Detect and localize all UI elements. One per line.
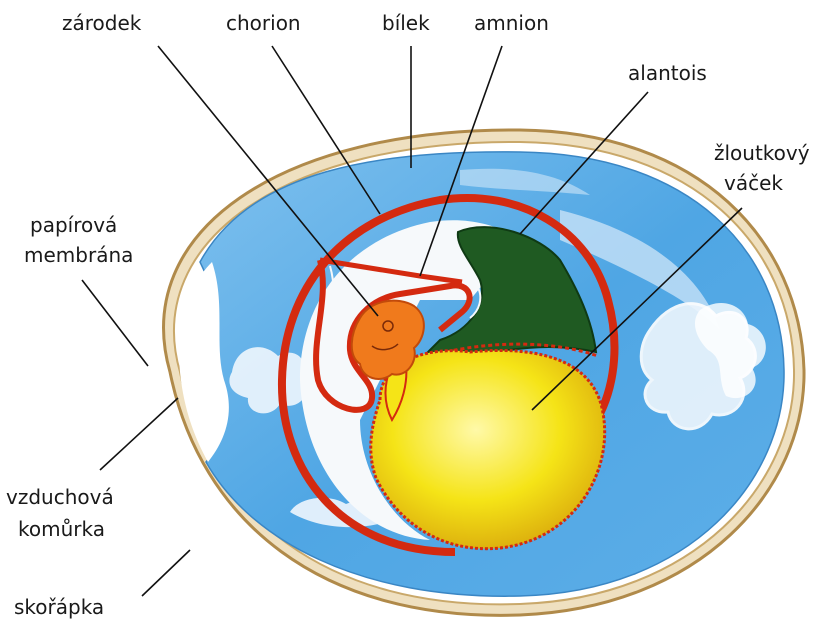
label-vzduchova-line2: komůrka xyxy=(18,517,105,541)
leader-vzduchova xyxy=(100,398,178,470)
leader-skorapka xyxy=(142,550,190,596)
leader-papirova xyxy=(82,280,148,366)
label-papirova-line2: membrána xyxy=(24,243,133,267)
label-zloutkovy-line2: váček xyxy=(724,171,783,195)
label-zloutkovy-line1: žloutkový xyxy=(714,141,810,165)
label-bilek: bílek xyxy=(382,11,430,35)
label-chorion: chorion xyxy=(226,11,301,35)
label-skorapka: skořápka xyxy=(14,595,104,619)
label-alantois: alantois xyxy=(628,61,707,85)
label-papirova-line1: papírová xyxy=(30,213,117,237)
label-vzduchova-line1: vzduchová xyxy=(6,485,114,509)
label-zarodek: zárodek xyxy=(62,11,142,35)
label-amnion: amnion xyxy=(474,11,549,35)
